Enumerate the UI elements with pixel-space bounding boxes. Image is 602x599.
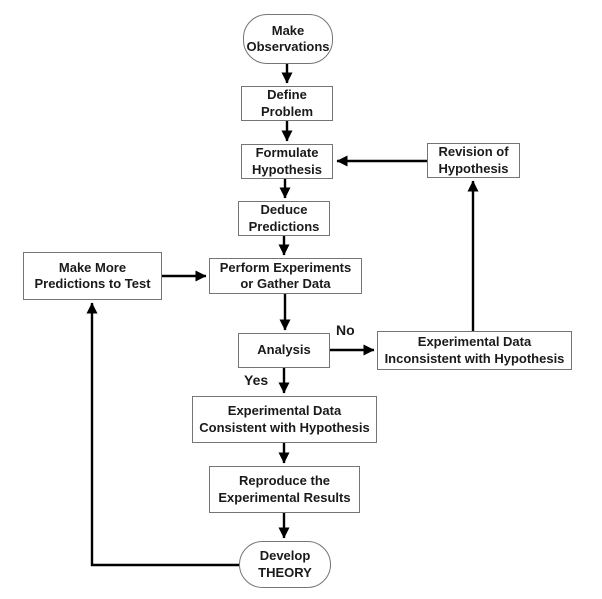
node-label: Formulate <box>255 145 319 161</box>
node-label: Predictions <box>248 218 320 234</box>
node-analysis: Analysis <box>238 333 330 368</box>
node-label: Observations <box>246 39 330 54</box>
node-reproduce-results: Reproduce the Experimental Results <box>209 466 360 513</box>
node-define-problem: Define Problem <box>241 86 333 121</box>
node-label: Make <box>271 22 305 38</box>
node-label: THEORY <box>258 564 312 580</box>
node-label: or Gather Data <box>240 276 331 291</box>
branch-label-no: No <box>336 322 355 338</box>
node-experimental-data-consistent: Experimental Data Consistent with Hypoth… <box>192 396 377 443</box>
node-label: Reproduce the <box>238 473 330 489</box>
node-label: Experimental Data <box>417 334 532 350</box>
node-develop-theory: Develop THEORY <box>239 541 331 588</box>
node-label: Experimental Results <box>218 489 351 505</box>
node-label: Predictions to Test <box>34 276 151 291</box>
edge-develop-theory-to-make-more-predictions <box>86 302 239 567</box>
node-experimental-data-inconsistent: Experimental Data Inconsistent with Hypo… <box>377 331 572 370</box>
node-label: Consistent with Hypothesis <box>199 419 370 435</box>
node-make-observations: Make Observations <box>243 14 333 64</box>
branch-label-yes: Yes <box>244 372 269 388</box>
node-label: Analysis <box>257 342 311 358</box>
node-label: Revision of <box>438 144 509 160</box>
node-label: Inconsistent with Hypothesis <box>384 350 565 366</box>
node-make-more-predictions: Make More Predictions to Test <box>23 252 162 300</box>
node-label: Hypothesis <box>438 160 509 176</box>
node-revision-of-hypothesis: Revision of Hypothesis <box>427 143 520 178</box>
node-label: Problem <box>260 103 313 119</box>
node-label: Perform Experiments <box>219 259 352 275</box>
node-label: Deduce <box>260 202 308 218</box>
node-label: Develop <box>259 548 311 564</box>
node-formulate-hypothesis: Formulate Hypothesis <box>241 144 333 179</box>
node-perform-experiments: Perform Experiments or Gather Data <box>209 258 362 294</box>
node-label: Hypothesis <box>251 161 323 177</box>
node-label: Experimental Data <box>227 403 342 419</box>
node-label: Define <box>267 87 307 103</box>
node-label: Make More <box>58 259 127 275</box>
node-deduce-predictions: Deduce Predictions <box>238 201 330 236</box>
